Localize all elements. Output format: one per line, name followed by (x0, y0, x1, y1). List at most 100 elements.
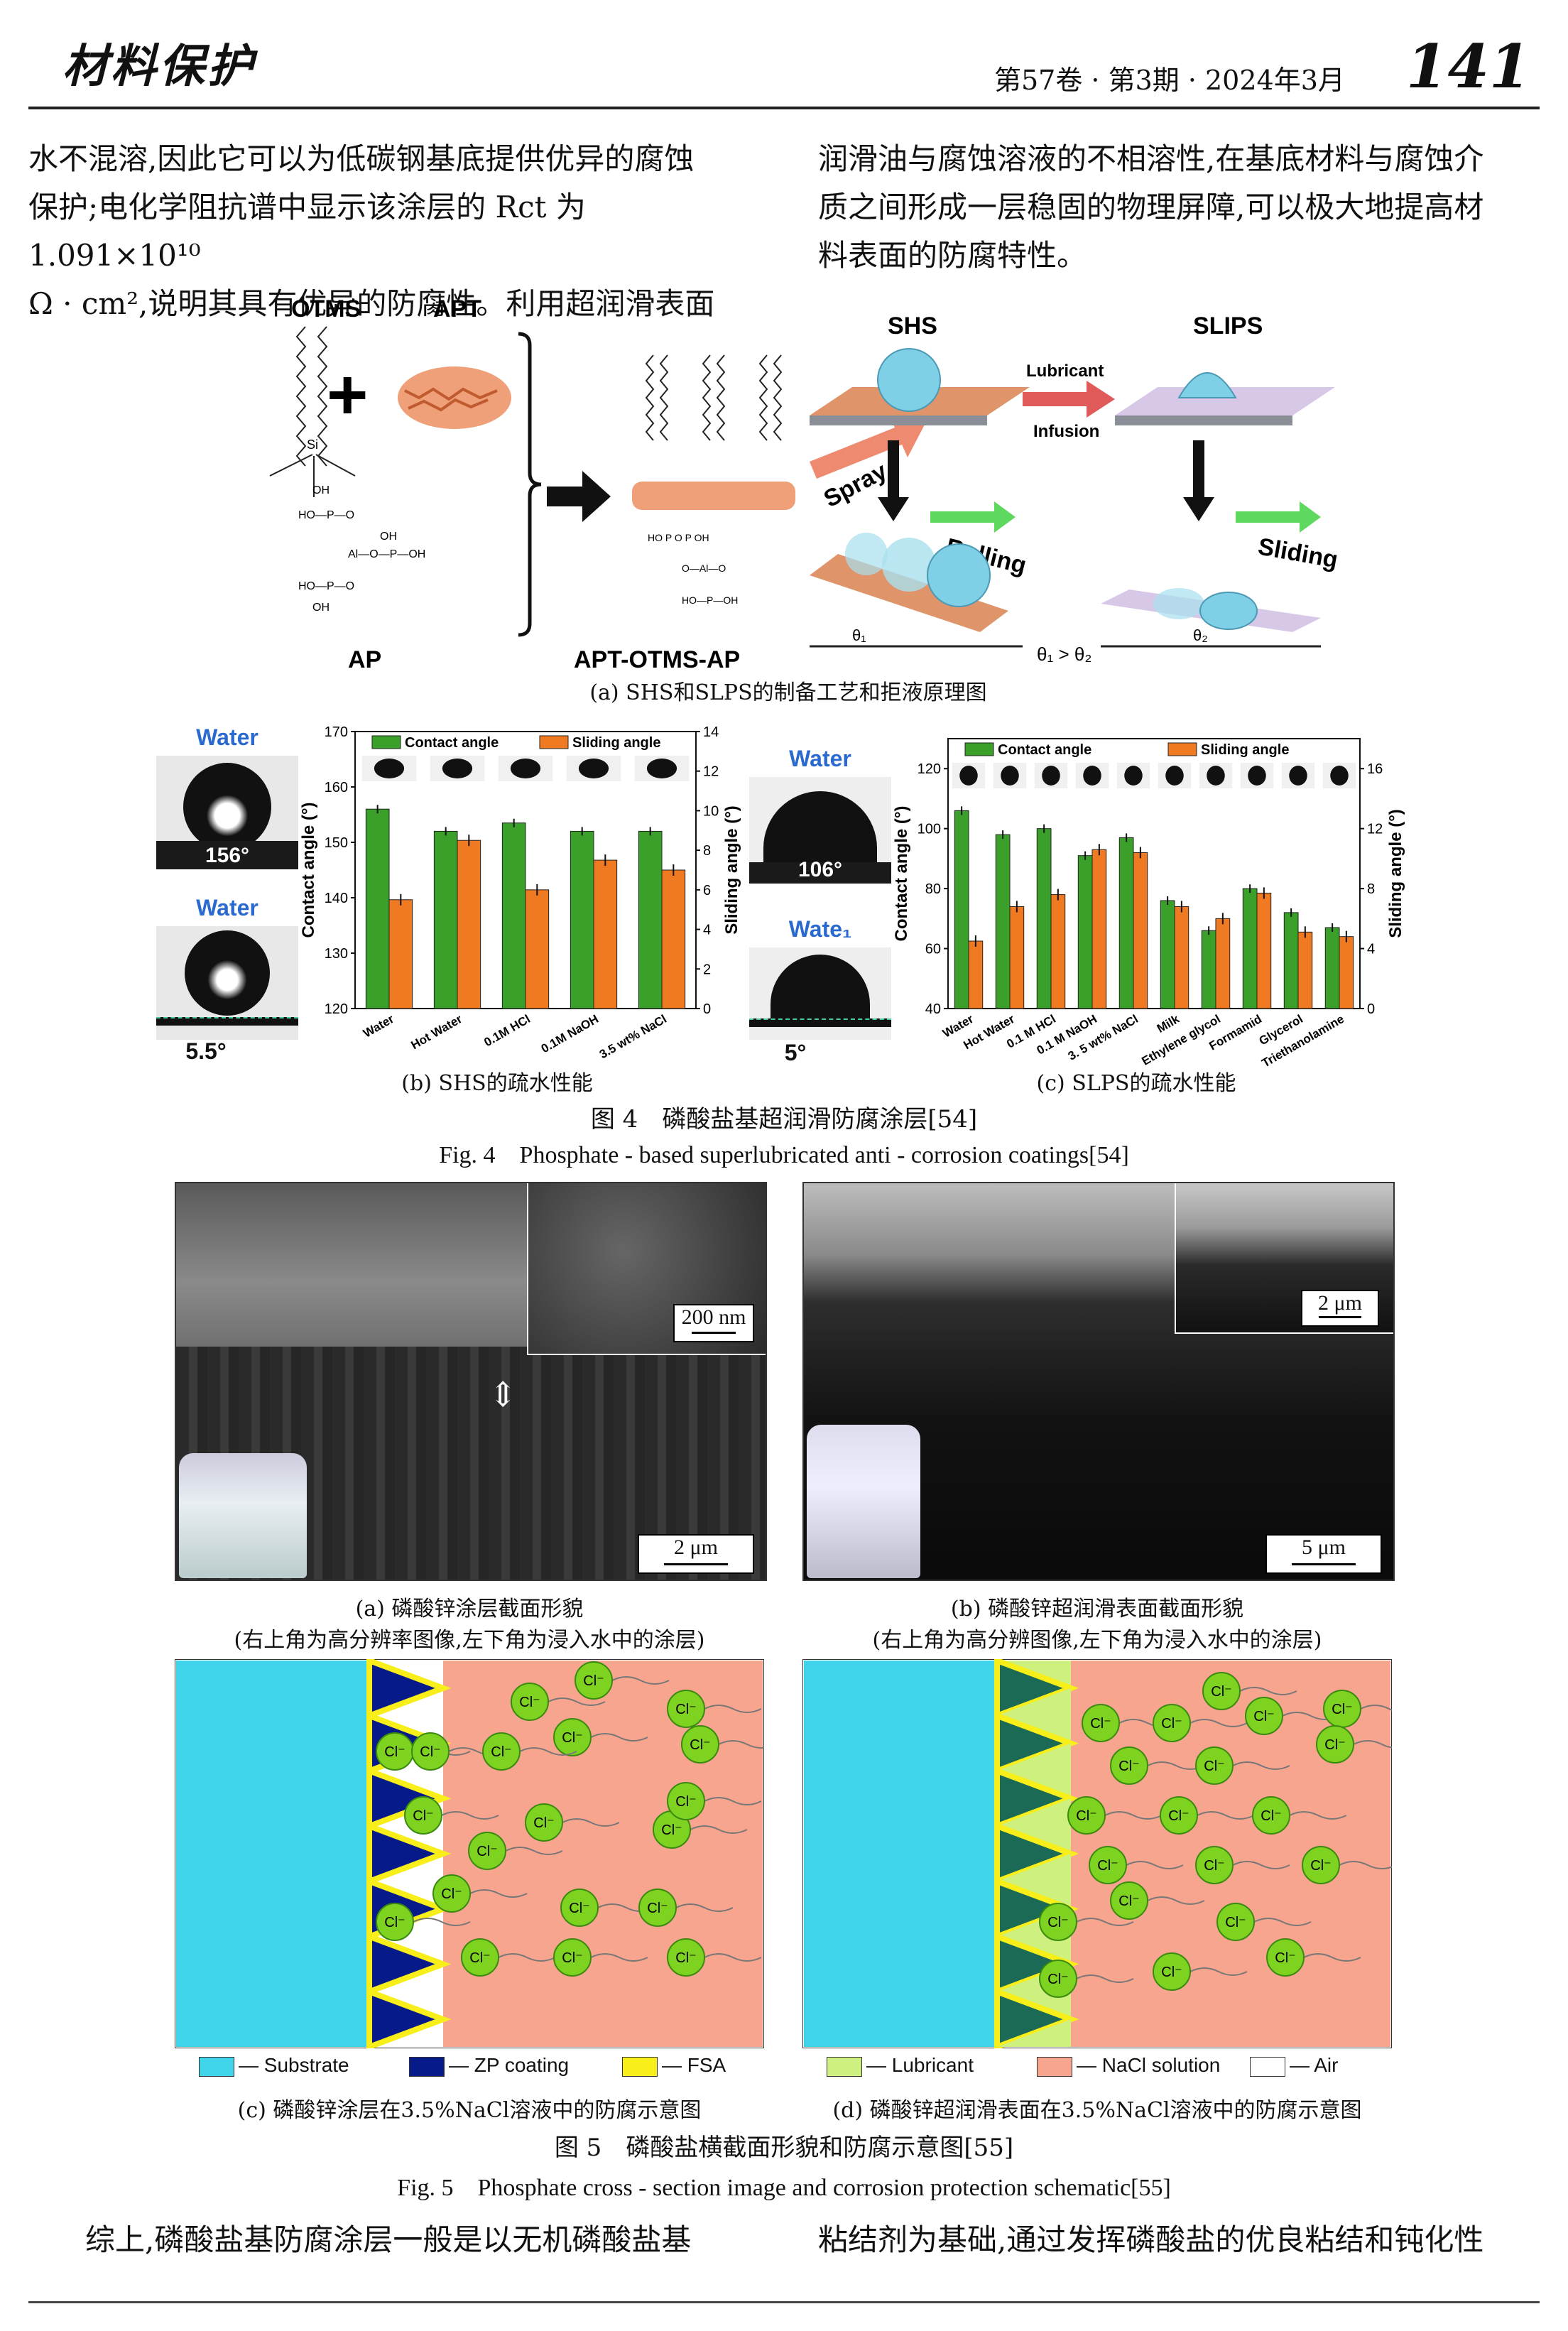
chloride-ion-icon (432, 1874, 471, 1913)
legend-zp: — ZP coating (409, 2054, 569, 2077)
down-arrow (878, 440, 909, 521)
text-line: Ω · cm²,说明其具有优异的防腐性。利用超润滑表面 (28, 286, 715, 321)
zp-tooth (994, 1987, 1079, 2048)
ion-label: Cl⁻ (384, 1744, 405, 1760)
svg-text:OH: OH (312, 602, 330, 614)
zp-tooth (994, 1932, 1079, 1996)
droplet-icon (1207, 766, 1225, 786)
otms-chain (295, 326, 307, 467)
legend-substrate: — Substrate (199, 2054, 349, 2077)
chloride-ion-icon (667, 1938, 705, 1977)
sliding-angle-bar (1297, 931, 1313, 1009)
contact-angle-bar (1201, 930, 1216, 1009)
y-tick-label: 80 (925, 881, 941, 897)
droplet-icon (1042, 766, 1060, 786)
chloride-ion-icon (482, 1732, 521, 1771)
water-label: Water (196, 895, 258, 920)
ion-label: Cl⁻ (569, 1901, 589, 1916)
scale-bar: 2 μm (1301, 1290, 1379, 1327)
ion-label: Cl⁻ (1047, 1972, 1068, 1987)
zp-tooth (366, 1987, 452, 2048)
ion-tail (1076, 1918, 1134, 1926)
y2-tick-label: 2 (703, 962, 711, 977)
sliding-angle-bar (968, 940, 984, 1009)
ion-label: Cl⁻ (1332, 1702, 1352, 1717)
fig4c-caption: (c) SLPS的疏水性能 (1036, 1071, 1236, 1096)
issue-info: 第57卷 · 第3期 · 2024年3月 (994, 65, 1345, 96)
legend-label: Sliding angle (1201, 742, 1289, 758)
fig4-caption-cn: 图 4 磷酸盐基超润滑防腐涂层[54] (590, 1105, 978, 1134)
ion-tail (1147, 1896, 1205, 1905)
ion-label: Cl⁻ (661, 1822, 682, 1838)
ion-tail (1253, 1918, 1312, 1926)
scale-bar: 200 nm (673, 1304, 754, 1342)
ion-label: Cl⁻ (1047, 1915, 1068, 1930)
sliding-label: Sliding (1256, 533, 1340, 573)
ion-tail (1197, 1811, 1255, 1820)
ion-tail (1353, 1740, 1392, 1749)
ion-tail (704, 1953, 762, 1962)
arrow-right (547, 471, 611, 522)
droplet-photo (156, 926, 298, 1040)
zp-tooth (994, 1877, 1079, 1941)
fig4a-schematic: OTMS Si APT + OH HO—P—O OH Al—O—P—OH HO—… (269, 295, 1340, 673)
chloride-ion-icon (1153, 1952, 1191, 1991)
chloride-ion-icon (553, 1938, 592, 1977)
legend-label: FSA (687, 2054, 726, 2076)
lubricant-label: Lubricant (1026, 362, 1104, 381)
scale-label: 2 μm (674, 1536, 718, 1559)
contact-angle-bar (954, 810, 969, 1009)
ion-tail (1076, 1974, 1134, 1983)
ion-tail (1189, 1967, 1248, 1976)
chloride-ion-icon (511, 1683, 549, 1721)
contact-angle-bar (1283, 912, 1299, 1009)
sliding-arrow (1236, 501, 1321, 533)
slips-label: SLIPS (1193, 313, 1263, 339)
legend-swatch (539, 735, 569, 749)
droplet-icon (1001, 766, 1019, 786)
ion-tail (413, 1918, 471, 1926)
caption-line: (右上角为高分辨图像,左下角为浸入水中的涂层) (872, 1628, 1322, 1653)
substrate-strip (156, 841, 298, 869)
droplet-icon (1248, 766, 1266, 786)
shs-substrate (810, 415, 987, 425)
droplet-icon (1124, 766, 1143, 786)
spray-arrow (810, 415, 925, 479)
contact-angle-bar (1324, 927, 1340, 1009)
y-axis-label: Contact angle (°) (892, 806, 911, 942)
slips-droplet (1177, 372, 1237, 398)
text-line: 润滑油与腐蚀溶液的不相溶性,在基底材料与腐蚀介 (818, 141, 1484, 176)
zp-tooth (994, 1659, 1079, 1720)
ion-label: Cl⁻ (1204, 1759, 1224, 1774)
zp-tooth (994, 1822, 1079, 1886)
chloride-ion-icon (1110, 1746, 1148, 1785)
y2-tick-label: 0 (703, 1001, 711, 1017)
ion-tail (1232, 1861, 1290, 1869)
contact-angle-bar (1242, 888, 1258, 1009)
droplet-icon (771, 955, 870, 1018)
svg-text:HO—P—OH: HO—P—OH (682, 594, 738, 606)
theta2-label: θ₂ (1193, 626, 1208, 644)
sliding-angle-bar (1174, 906, 1189, 1009)
ion-tail (519, 1747, 577, 1756)
ion-tail (704, 1797, 762, 1805)
y-tick-label: 160 (325, 780, 348, 795)
immersion-photo (179, 1453, 307, 1578)
y-tick-label: 120 (325, 1001, 348, 1017)
sliding-angle-bar (661, 869, 686, 1009)
scale-label: 2 μm (1318, 1291, 1362, 1315)
svg-text:OH: OH (380, 531, 397, 543)
legend-lubricant: — Lubricant (827, 2054, 974, 2077)
droplet-icon (183, 763, 271, 851)
y-tick-label: 40 (925, 1001, 941, 1017)
apt-particle (398, 366, 511, 429)
y-tick-label: 150 (325, 835, 348, 851)
ion-tail (1289, 1811, 1347, 1820)
y2-tick-label: 12 (703, 764, 719, 780)
substrate-strip (749, 862, 891, 884)
ion-label: Cl⁻ (469, 1950, 490, 1966)
contact-angle-bar (1077, 855, 1093, 1009)
water-label: Wate₁ (788, 916, 852, 942)
fig4a-caption: (a) SHS和SLPS的制备工艺和拒液原理图 (589, 680, 987, 705)
legend-label: Sliding angle (572, 735, 660, 751)
